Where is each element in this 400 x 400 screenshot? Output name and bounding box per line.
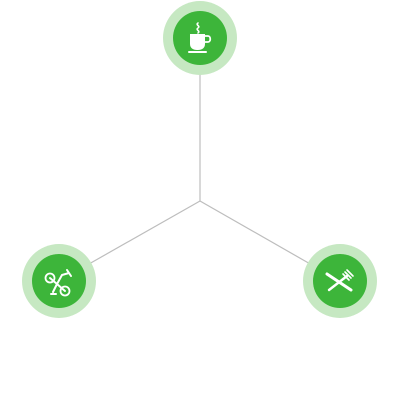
bicycle-icon bbox=[44, 269, 72, 297]
node-core bbox=[313, 254, 367, 308]
node-coffee[interactable] bbox=[163, 1, 237, 75]
node-core bbox=[173, 11, 227, 65]
node-cycling[interactable] bbox=[22, 244, 96, 318]
coffee-cup-icon bbox=[188, 22, 212, 53]
node-dining[interactable] bbox=[303, 244, 377, 318]
fork-knife-icon bbox=[325, 269, 354, 292]
node-core bbox=[32, 254, 86, 308]
